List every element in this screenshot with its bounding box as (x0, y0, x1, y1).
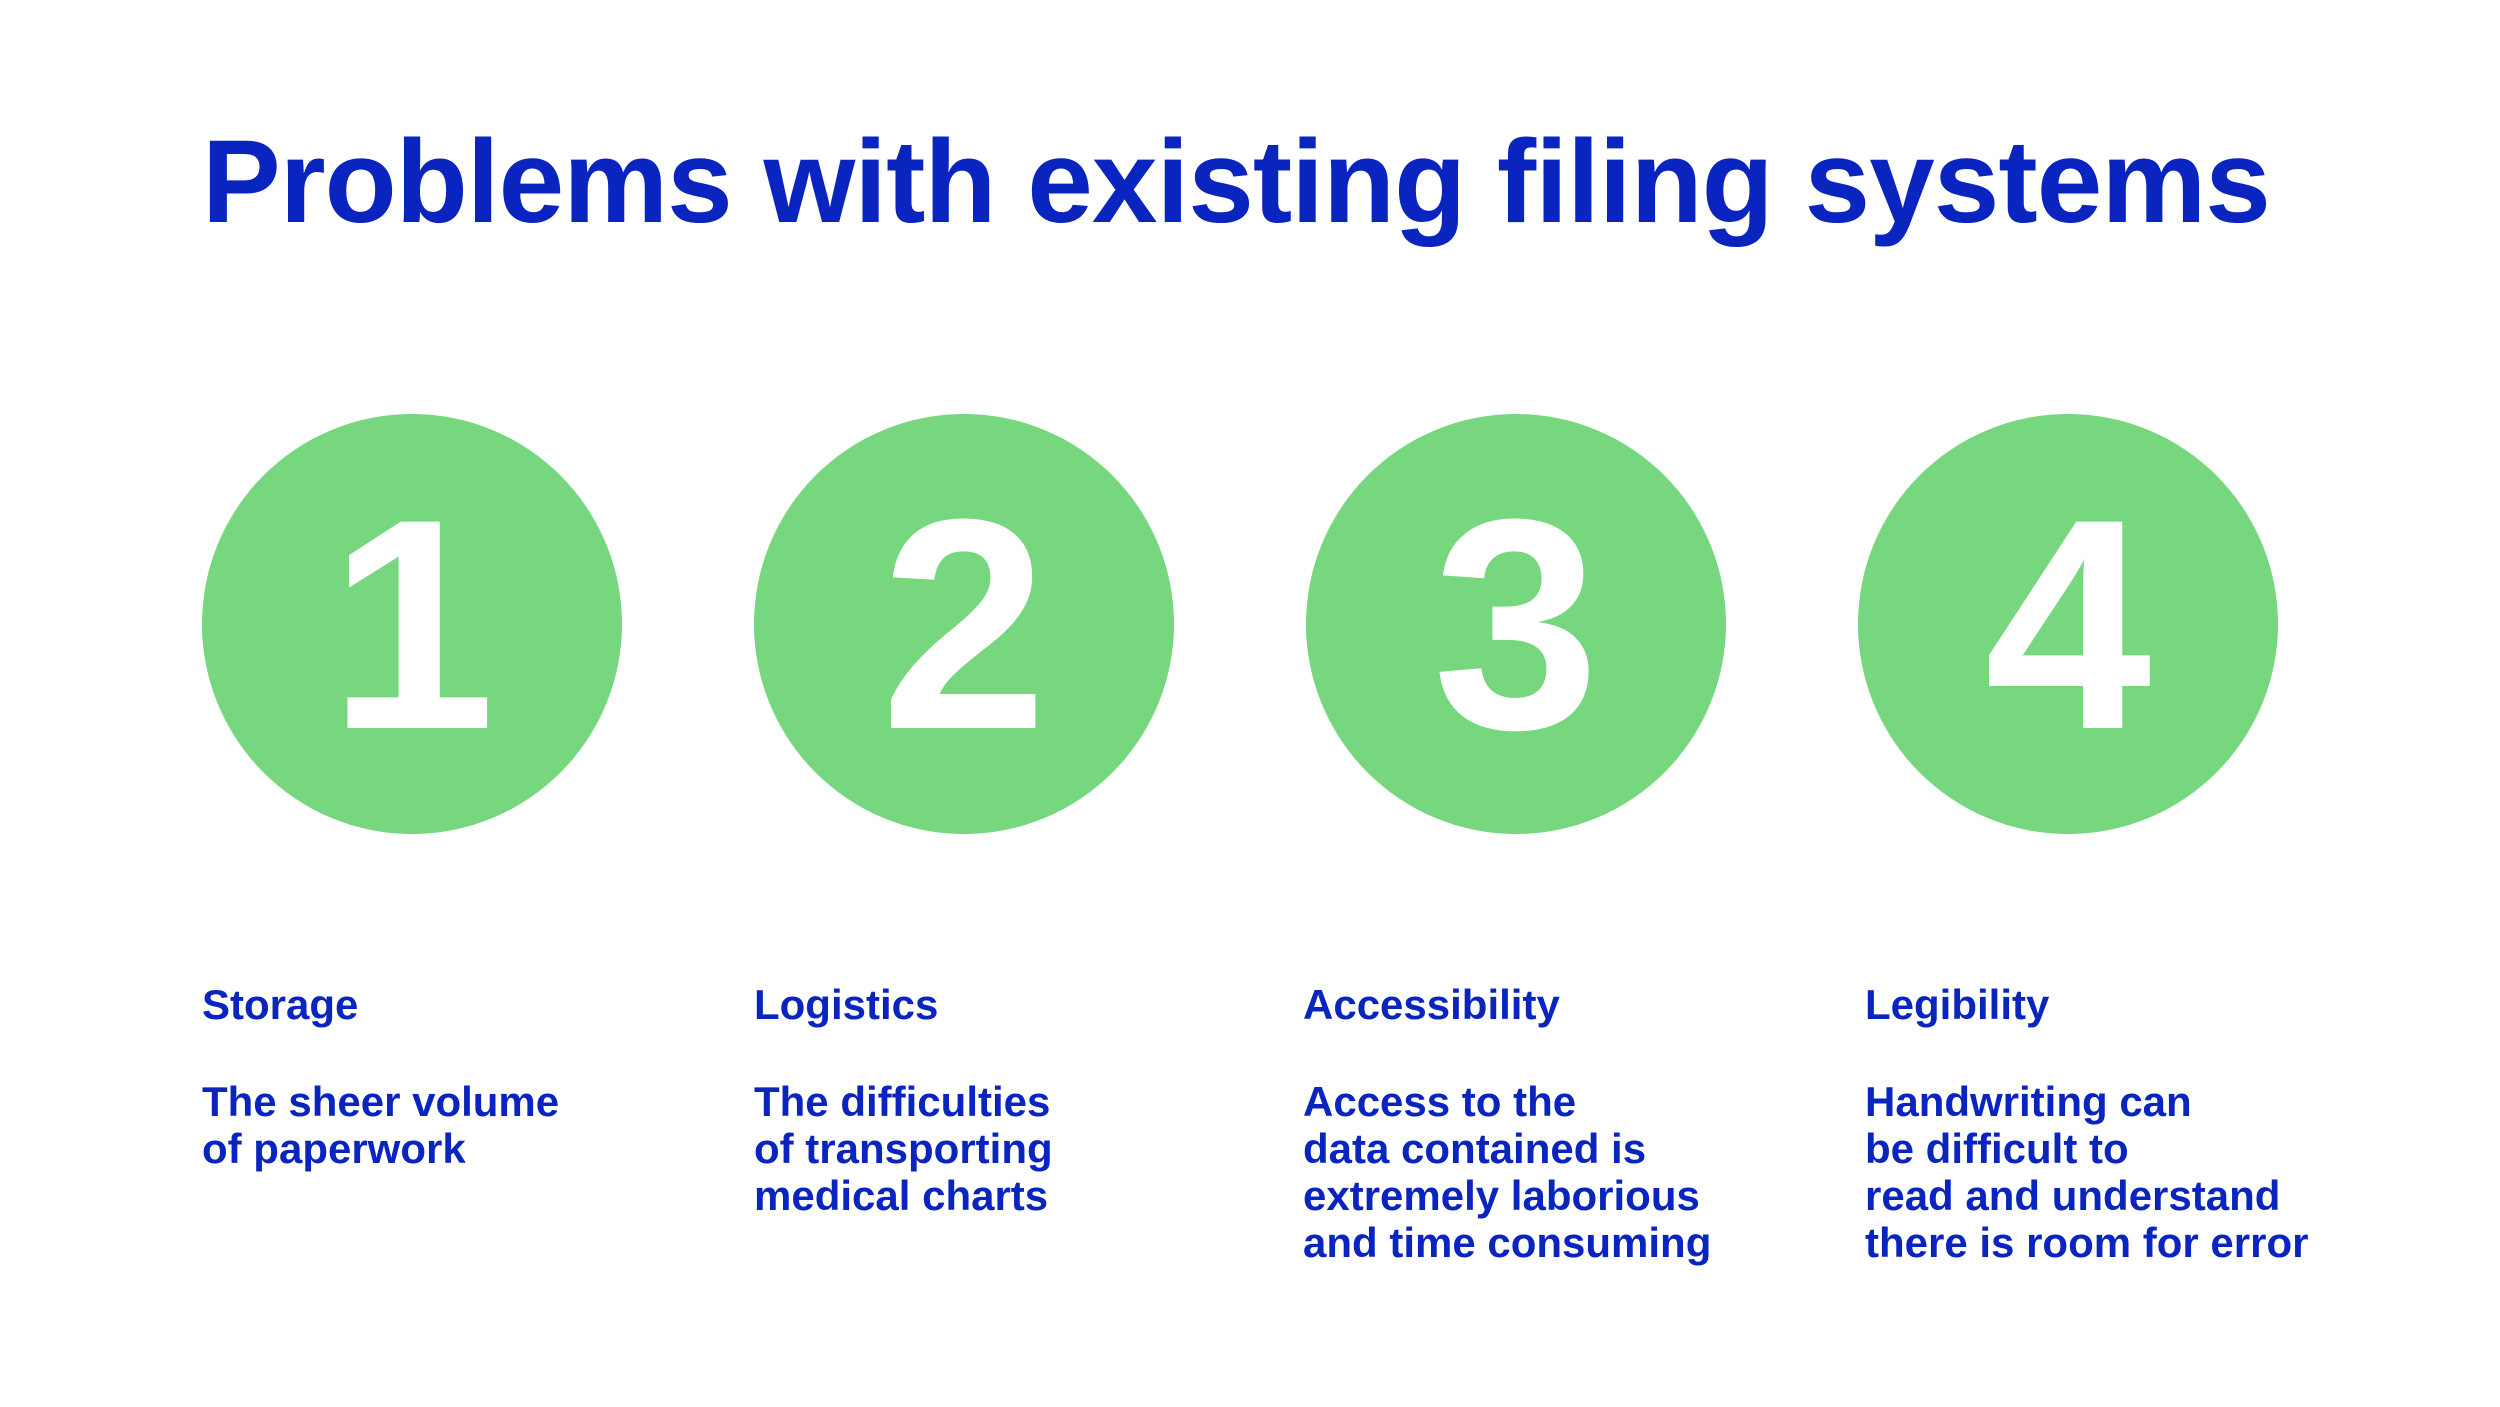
item-heading-logistics: Logistics (754, 981, 939, 1028)
item-description-accessibility: Access to the data contained is extremel… (1303, 1078, 1712, 1266)
number-circle-4: 4 (1858, 414, 2278, 834)
item-heading-legibility: Legibility (1865, 981, 2050, 1028)
number-circle-2: 2 (754, 414, 1174, 834)
number-label-1: 1 (328, 456, 496, 792)
item-heading-accessibility: Accessibility (1303, 981, 1560, 1028)
number-circle-1: 1 (202, 414, 622, 834)
slide-title: Problems with existing filing systems (202, 116, 2271, 248)
number-label-4: 4 (1984, 456, 2152, 792)
item-heading-storage: Storage (202, 981, 359, 1028)
item-description-storage: The sheer volume of paperwork (202, 1078, 560, 1172)
number-label-2: 2 (880, 456, 1048, 792)
item-description-logistics: The difficulties of transporting medical… (754, 1078, 1053, 1219)
number-label-3: 3 (1432, 456, 1600, 792)
item-description-legibility: Handwriting can be difficult to read and… (1865, 1078, 2309, 1266)
number-circle-3: 3 (1306, 414, 1726, 834)
